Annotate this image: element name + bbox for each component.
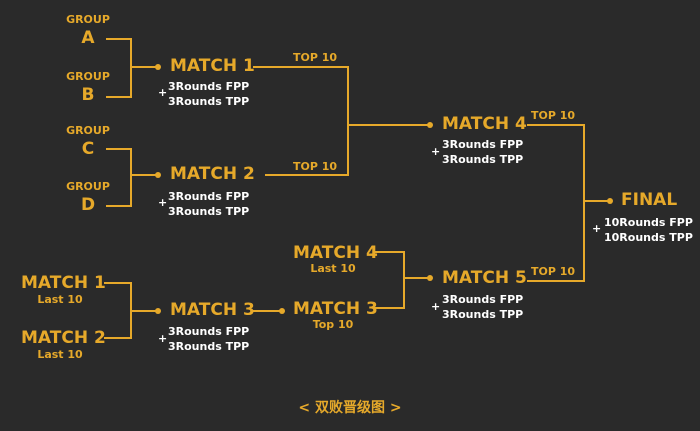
mid-match-3-sub: Top 10	[312, 318, 354, 331]
match-5-plus: +	[431, 300, 441, 313]
match-4-plus: +	[431, 145, 441, 158]
group-label-b: GROUP	[66, 70, 110, 83]
match-2-tpp: 3Rounds TPP	[168, 205, 250, 218]
match-5-fpp: 3Rounds FPP	[442, 293, 524, 306]
match-2-label: MATCH 2	[170, 164, 255, 184]
match-4-fpp: 3Rounds FPP	[442, 138, 524, 151]
mid-match-4-sub: Last 10	[310, 262, 356, 275]
match-1-label: MATCH 1	[170, 56, 255, 76]
loser-match-2-label: MATCH 2	[21, 328, 106, 348]
match-5-label: MATCH 5	[442, 268, 527, 288]
final-fpp: 10Rounds FPP	[604, 216, 693, 229]
group-label-c: GROUP	[66, 124, 110, 137]
top10-label-2: TOP 10	[293, 160, 338, 173]
match-1-tpp: 3Rounds TPP	[168, 95, 250, 108]
top10-label-3: TOP 10	[531, 109, 576, 122]
match-3-fpp: 3Rounds FPP	[168, 325, 250, 338]
match-3-plus: +	[158, 332, 168, 345]
diagram-title: < 双败晋级图 >	[298, 400, 402, 416]
match-4-label: MATCH 4	[442, 114, 527, 134]
group-label-a: GROUP	[66, 13, 110, 26]
group-letter-a: A	[81, 28, 95, 48]
mid-match-3-label: MATCH 3	[293, 299, 378, 319]
final-tpp: 10Rounds TPP	[604, 231, 693, 244]
match-1-plus: +	[158, 86, 168, 99]
group-label-d: GROUP	[66, 180, 110, 193]
match-1-fpp: 3Rounds FPP	[168, 80, 250, 93]
top10-label-4: TOP 10	[531, 265, 576, 278]
group-letter-b: B	[81, 85, 95, 105]
match-2-plus: +	[158, 196, 168, 209]
match-2-fpp: 3Rounds FPP	[168, 190, 250, 203]
match-4-tpp: 3Rounds TPP	[442, 153, 524, 166]
match-3-tpp: 3Rounds TPP	[168, 340, 250, 353]
loser-match-1-label: MATCH 1	[21, 273, 106, 293]
loser-match-2-sub: Last 10	[37, 348, 83, 361]
group-letter-d: D	[80, 195, 96, 215]
final-plus: +	[592, 222, 602, 235]
mid-match-4-label: MATCH 4	[293, 243, 378, 263]
group-letter-c: C	[81, 139, 95, 159]
match-3-label: MATCH 3	[170, 300, 255, 320]
loser-match-1-sub: Last 10	[37, 293, 83, 306]
match-5-tpp: 3Rounds TPP	[442, 308, 524, 321]
final-label: FINAL	[621, 190, 678, 210]
top10-label-1: TOP 10	[293, 51, 338, 64]
